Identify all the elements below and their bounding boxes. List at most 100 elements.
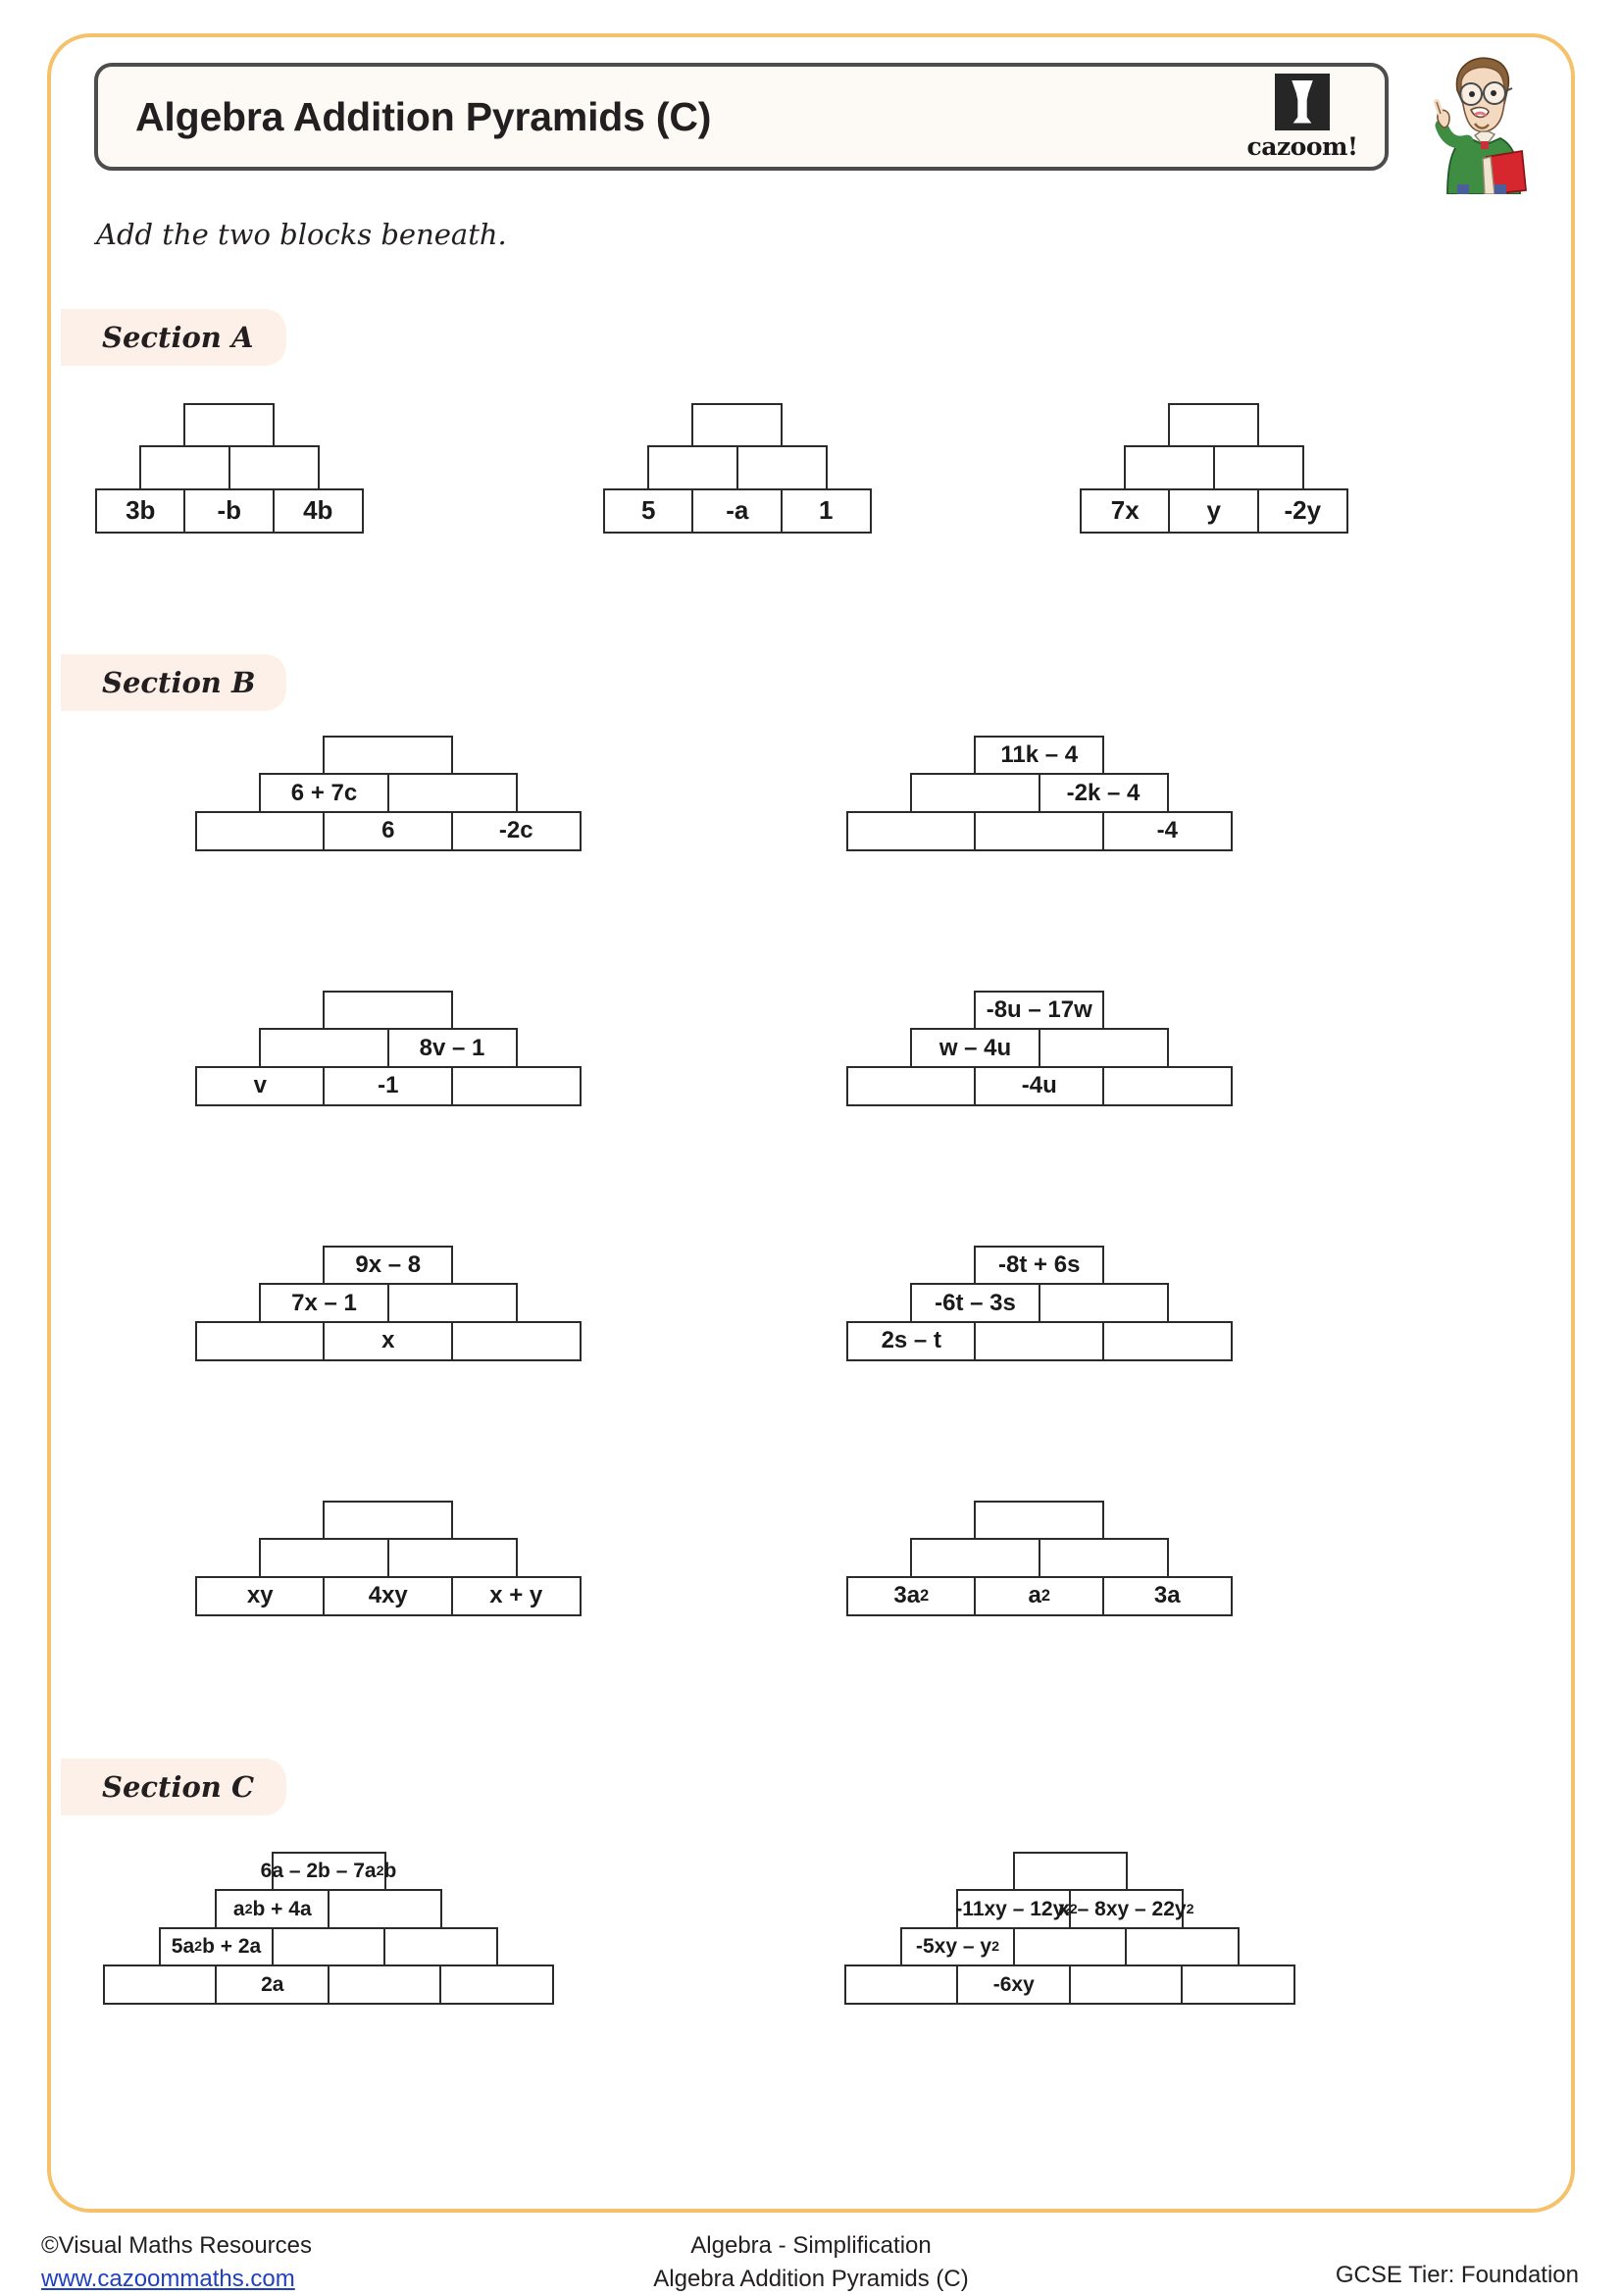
pyramid-b-2-brick-2-1[interactable] bbox=[910, 773, 1040, 813]
pyramid-b-1-brick-1-1[interactable] bbox=[323, 735, 454, 776]
pyramid-a-1-brick-1-1[interactable] bbox=[183, 402, 276, 448]
pyramid-b-6-brick-3-3[interactable] bbox=[1101, 1320, 1233, 1361]
pyramid-a-2-brick-3-1[interactable]: 5 bbox=[602, 487, 694, 534]
pyramid-a-2-brick-3-2[interactable]: -a bbox=[691, 487, 784, 534]
pyramid-c-1-brick-3-2[interactable] bbox=[271, 1926, 386, 1967]
pyramid-c-1-brick-2-2[interactable] bbox=[327, 1889, 442, 1929]
website-link[interactable]: www.cazoommaths.com bbox=[41, 2266, 295, 2293]
pyramid-c-2-brick-1-1[interactable] bbox=[1012, 1851, 1128, 1892]
pyramid-b-3-brick-2-2[interactable]: 8v – 1 bbox=[386, 1028, 518, 1068]
pyramid-a-1-brick-2-2[interactable] bbox=[228, 445, 320, 490]
pyramid-a-2-brick-2-1[interactable] bbox=[647, 445, 738, 490]
pyramid-b-4-brick-3-3[interactable] bbox=[1101, 1065, 1233, 1106]
pyramid-a-2-brick-2-2[interactable] bbox=[735, 445, 828, 490]
pyramid-b-5-brick-3-2[interactable]: x bbox=[323, 1320, 454, 1361]
pyramid-b-2-brick-1-1[interactable]: 11k – 4 bbox=[974, 735, 1105, 776]
pyramid-b-2-row-3: -4 bbox=[845, 810, 1233, 851]
pyramid-b-6-brick-2-1[interactable]: -6t – 3s bbox=[910, 1283, 1040, 1323]
pyramid-a-2-brick-1-1[interactable] bbox=[691, 402, 784, 448]
pyramid-a-1-brick-3-2[interactable]: -b bbox=[183, 487, 276, 534]
pyramid-b-3-brick-3-3[interactable] bbox=[450, 1065, 582, 1106]
pyramid-b-8-row-2 bbox=[847, 1538, 1232, 1578]
pyramid-b-7-brick-3-2[interactable]: 4xy bbox=[323, 1575, 454, 1616]
pyramid-c-1-brick-4-2[interactable]: 2a bbox=[215, 1964, 330, 2005]
pyramid-a-1-brick-3-1[interactable]: 3b bbox=[94, 487, 186, 534]
pyramid-b-5-row-1: 9x – 8 bbox=[196, 1245, 581, 1286]
pyramid-a-2-brick-3-3[interactable]: 1 bbox=[780, 487, 872, 534]
pyramid-b-1-brick-3-3[interactable]: -2c bbox=[450, 810, 582, 851]
footer-worksheet-name: Algebra Addition Pyramids (C) bbox=[653, 2266, 969, 2293]
pyramid-b-7-brick-2-2[interactable] bbox=[386, 1538, 518, 1578]
pyramid-b-7-brick-3-1[interactable]: xy bbox=[194, 1575, 326, 1616]
pyramid-b-5-brick-2-1[interactable]: 7x – 1 bbox=[259, 1283, 389, 1323]
pyramid-b-6-brick-3-2[interactable] bbox=[974, 1320, 1105, 1361]
pyramid-b-7-brick-2-1[interactable] bbox=[259, 1538, 389, 1578]
pyramid-b-7-brick-1-1[interactable] bbox=[323, 1500, 454, 1541]
pyramid-b-2-brick-3-1[interactable] bbox=[845, 810, 977, 851]
pyramid-a-1-brick-3-3[interactable]: 4b bbox=[272, 487, 364, 534]
pyramid-a-3-brick-2-2[interactable] bbox=[1212, 445, 1304, 490]
pyramid-b-5-brick-1-1[interactable]: 9x – 8 bbox=[323, 1245, 454, 1286]
pyramid-b-1-brick-2-1[interactable]: 6 + 7c bbox=[259, 773, 389, 813]
pyramid-b-1-brick-2-2[interactable] bbox=[386, 773, 518, 813]
pyramid-b-4-brick-3-1[interactable] bbox=[845, 1065, 977, 1106]
pyramid-b-8-brick-2-2[interactable] bbox=[1038, 1538, 1169, 1578]
pyramid-b-6-brick-1-1[interactable]: -8t + 6s bbox=[974, 1245, 1105, 1286]
pyramid-b-2-brick-3-3[interactable]: -4 bbox=[1101, 810, 1233, 851]
pyramid-b-2-brick-2-2[interactable]: -2k – 4 bbox=[1038, 773, 1169, 813]
pyramid-c-2-brick-3-2[interactable] bbox=[1012, 1926, 1128, 1967]
pyramid-b-3-brick-3-2[interactable]: -1 bbox=[323, 1065, 454, 1106]
pyramid-b-8-brick-2-1[interactable] bbox=[910, 1538, 1040, 1578]
pyramid-a-3-brick-2-1[interactable] bbox=[1124, 445, 1215, 490]
pyramid-a-1-brick-2-1[interactable] bbox=[139, 445, 230, 490]
pyramid-a-3-brick-3-3[interactable]: -2y bbox=[1256, 487, 1348, 534]
pyramid-c-1-brick-4-3[interactable] bbox=[327, 1964, 442, 2005]
pyramid-b-4-brick-2-2[interactable] bbox=[1038, 1028, 1169, 1068]
pyramid-c-1-brick-4-4[interactable] bbox=[439, 1964, 555, 2005]
pyramid-b-4-brick-3-2[interactable]: -4u bbox=[974, 1065, 1105, 1106]
pyramid-b-3-brick-3-1[interactable]: v bbox=[194, 1065, 326, 1106]
pyramid-c-1-brick-4-1[interactable] bbox=[102, 1964, 218, 2005]
pyramid-b-1-brick-3-2[interactable]: 6 bbox=[323, 810, 454, 851]
pyramid-b-3-brick-1-1[interactable] bbox=[323, 990, 454, 1031]
pyramid-c-2-brick-4-1[interactable] bbox=[843, 1964, 959, 2005]
pyramid-b-7-brick-3-3[interactable]: x + y bbox=[450, 1575, 582, 1616]
pyramid-b-1-brick-3-1[interactable] bbox=[194, 810, 326, 851]
pyramid-c-2-brick-3-3[interactable] bbox=[1125, 1926, 1240, 1967]
pyramid-b-5-brick-3-3[interactable] bbox=[450, 1320, 582, 1361]
pyramid-c-2-brick-4-2[interactable]: -6xy bbox=[956, 1964, 1072, 2005]
pyramid-c-2-brick-4-3[interactable] bbox=[1068, 1964, 1184, 2005]
pyramid-b-6-brick-3-1[interactable]: 2s – t bbox=[845, 1320, 977, 1361]
pyramid-a-3-brick-3-1[interactable]: 7x bbox=[1079, 487, 1171, 534]
pyramid-b-4-brick-2-1[interactable]: w – 4u bbox=[910, 1028, 1040, 1068]
pyramid-b-8-brick-3-3[interactable]: 3a bbox=[1101, 1575, 1233, 1616]
pyramid-b-5-brick-2-2[interactable] bbox=[386, 1283, 518, 1323]
pyramid-a-3-brick-3-2[interactable]: y bbox=[1168, 487, 1260, 534]
pyramid-a-3-brick-1-1[interactable] bbox=[1168, 402, 1260, 448]
pyramid-c-2-row-1 bbox=[845, 1851, 1294, 1892]
pyramid-c-2-brick-4-4[interactable] bbox=[1181, 1964, 1296, 2005]
pyramid-b-4-brick-1-1[interactable]: -8u – 17w bbox=[974, 990, 1105, 1031]
pyramid-b-3-brick-2-1[interactable] bbox=[259, 1028, 389, 1068]
pyramid-b-8-brick-1-1[interactable] bbox=[974, 1500, 1105, 1541]
pyramid-a-2-row-1 bbox=[604, 402, 871, 448]
pyramid-b-5-brick-3-1[interactable] bbox=[194, 1320, 326, 1361]
pyramid-b-6-brick-2-2[interactable] bbox=[1038, 1283, 1169, 1323]
pyramid-b-2-brick-3-2[interactable] bbox=[974, 810, 1105, 851]
pyramid-c-1-brick-3-3[interactable] bbox=[383, 1926, 498, 1967]
